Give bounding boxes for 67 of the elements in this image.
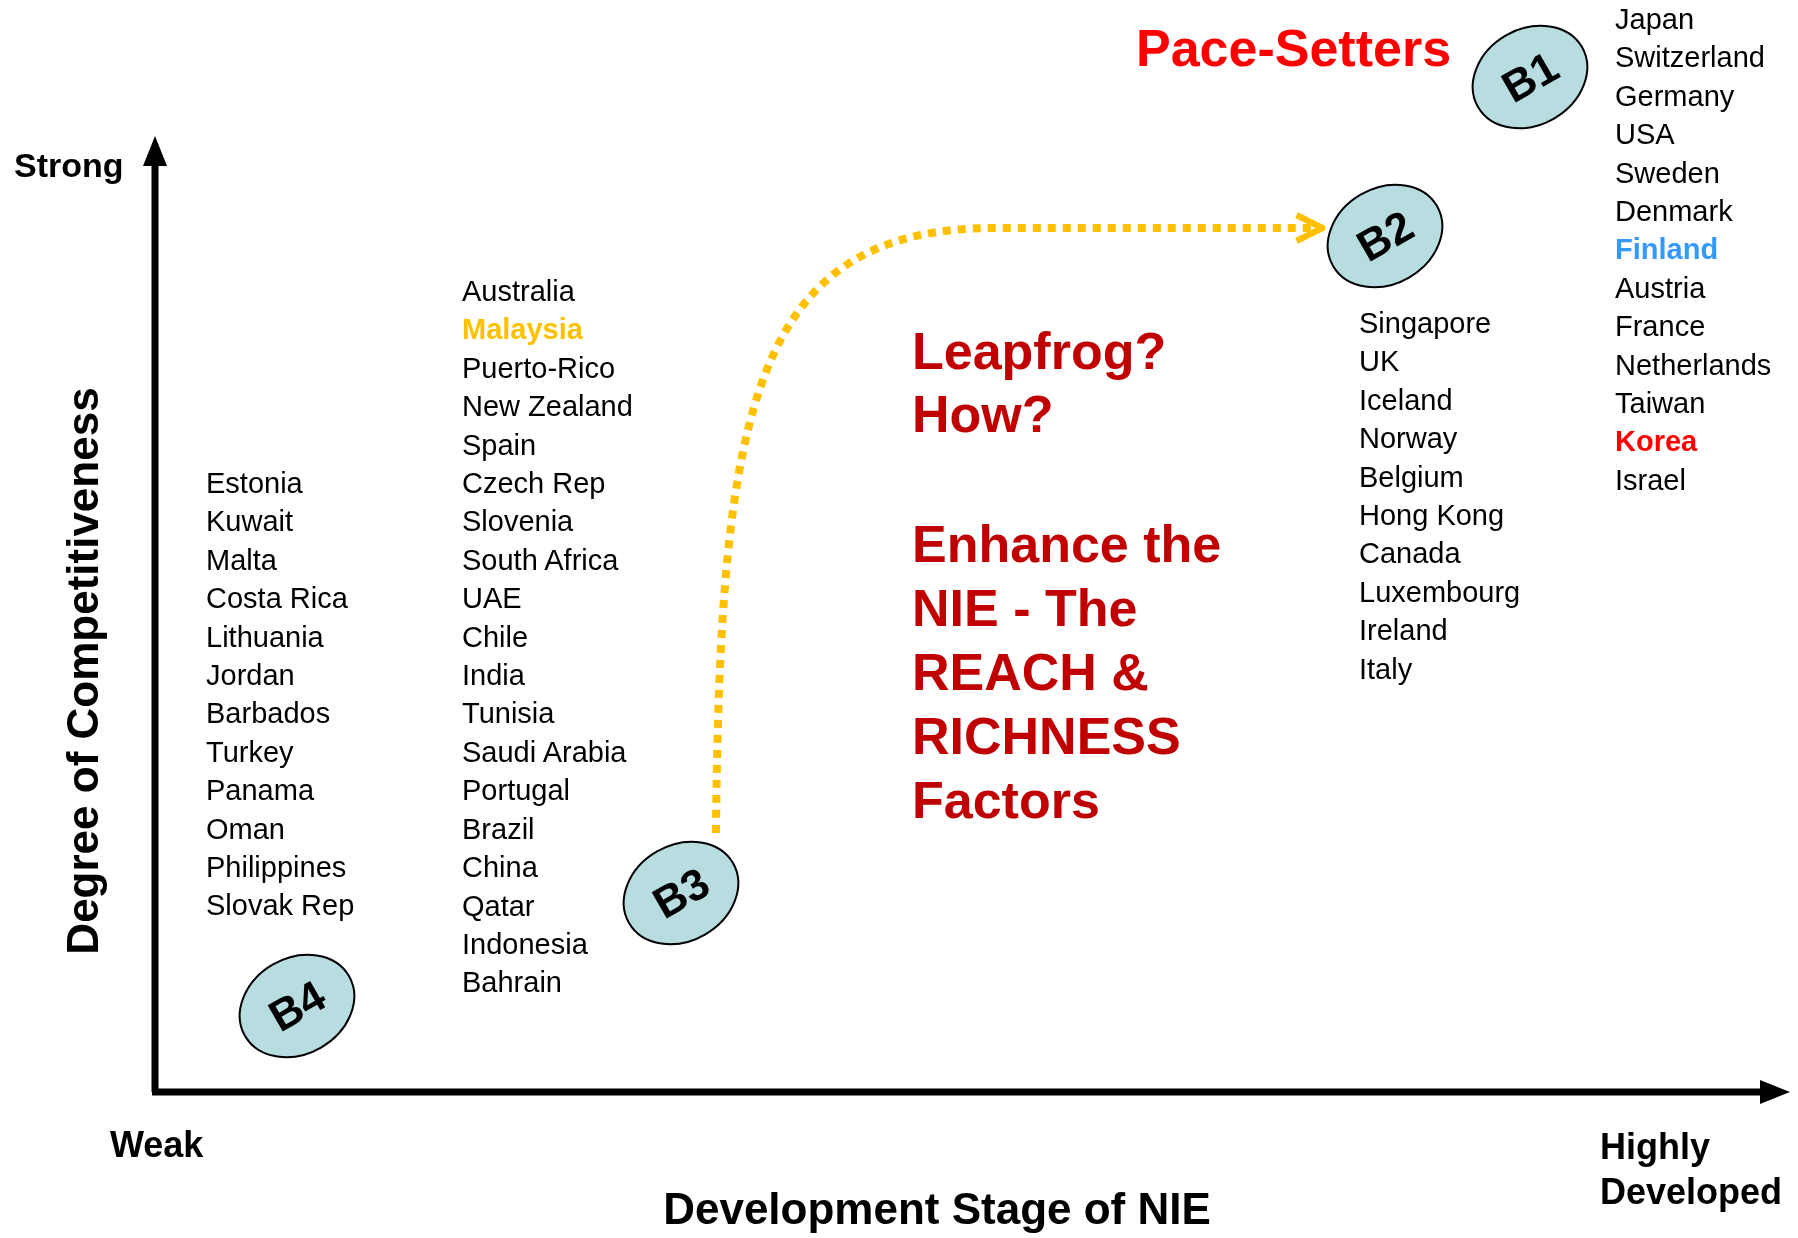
country-name: Singapore xyxy=(1359,306,1492,341)
axis-label: Highly Developed xyxy=(1600,1125,1784,1214)
country-name: Tunisia xyxy=(462,696,555,732)
heading: Pace-Setters xyxy=(1136,18,1452,78)
country-name: UK xyxy=(1359,344,1400,380)
country-name: Canada xyxy=(1359,536,1461,572)
country-name: Costa Rica xyxy=(206,581,348,617)
axis-label: Strong xyxy=(14,146,124,185)
country-name: Netherlands xyxy=(1615,347,1772,383)
country-name: Kuwait xyxy=(206,504,294,540)
country-name: Austria xyxy=(1615,270,1706,306)
country-name: USA xyxy=(1615,117,1675,153)
country-name: Japan xyxy=(1615,2,1694,37)
marker-label: B1 xyxy=(1492,40,1568,114)
country-name: Barbados xyxy=(206,696,331,732)
country-name: Brazil xyxy=(462,811,535,847)
callout-text: Leapfrog? How? xyxy=(912,321,1168,445)
country-name: Belgium xyxy=(1359,459,1464,495)
country-name: China xyxy=(462,850,538,886)
country-name: Norway xyxy=(1359,421,1458,457)
country-name: Slovenia xyxy=(462,504,574,540)
marker-label: B2 xyxy=(1347,199,1423,273)
country-name: Iceland xyxy=(1359,382,1453,418)
country-name: Spain xyxy=(462,427,537,463)
axis-label: Weak xyxy=(110,1124,204,1166)
country-name: Taiwan xyxy=(1615,386,1706,422)
country-name: France xyxy=(1615,309,1706,345)
country-name: Finland xyxy=(1615,232,1719,268)
country-name: Malta xyxy=(206,542,277,578)
axis-title: Development Stage of NIE xyxy=(663,1184,1211,1234)
country-name: Puerto-Rico xyxy=(462,350,616,386)
country-name: Ireland xyxy=(1359,613,1448,649)
country-name: Czech Rep xyxy=(462,466,606,502)
country-name: South Africa xyxy=(462,542,619,578)
marker-label: B3 xyxy=(643,856,719,930)
country-name: Jordan xyxy=(206,658,295,694)
country-name: Germany xyxy=(1615,78,1735,114)
country-name: India xyxy=(462,658,525,694)
country-name: Qatar xyxy=(462,888,535,924)
country-name: Chile xyxy=(462,619,529,655)
country-name: Denmark xyxy=(1615,194,1733,230)
country-name: Philippines xyxy=(206,850,347,886)
country-name: Indonesia xyxy=(462,926,588,962)
country-name: Australia xyxy=(462,274,575,309)
marker-label: B4 xyxy=(259,969,335,1043)
country-name: New Zealand xyxy=(462,389,633,425)
country-name: Saudi Arabia xyxy=(462,734,627,770)
country-name: Sweden xyxy=(1615,155,1720,191)
country-name: Hong Kong xyxy=(1359,498,1505,534)
country-name: Switzerland xyxy=(1615,40,1765,76)
country-name: Bahrain xyxy=(462,965,562,1001)
country-name: UAE xyxy=(462,581,522,617)
dotted-arrow xyxy=(712,212,1326,834)
country-name: Malaysia xyxy=(462,312,583,348)
country-name: Slovak Rep xyxy=(206,888,355,924)
country-name: Italy xyxy=(1359,651,1413,687)
country-name: Korea xyxy=(1615,424,1698,460)
callout-text: Enhance the NIE - The REACH & RICHNESS Factors xyxy=(912,514,1223,831)
country-name: Portugal xyxy=(462,773,570,809)
country-name: Panama xyxy=(206,773,314,809)
country-name: Luxembourg xyxy=(1359,574,1521,610)
country-name: Turkey xyxy=(206,734,294,770)
country-name: Israel xyxy=(1615,462,1686,498)
country-name: Lithuania xyxy=(206,619,324,655)
country-name: Estonia xyxy=(206,466,303,501)
axis-title: Degree of Competitiveness xyxy=(58,387,108,955)
country-name: Oman xyxy=(206,811,285,847)
